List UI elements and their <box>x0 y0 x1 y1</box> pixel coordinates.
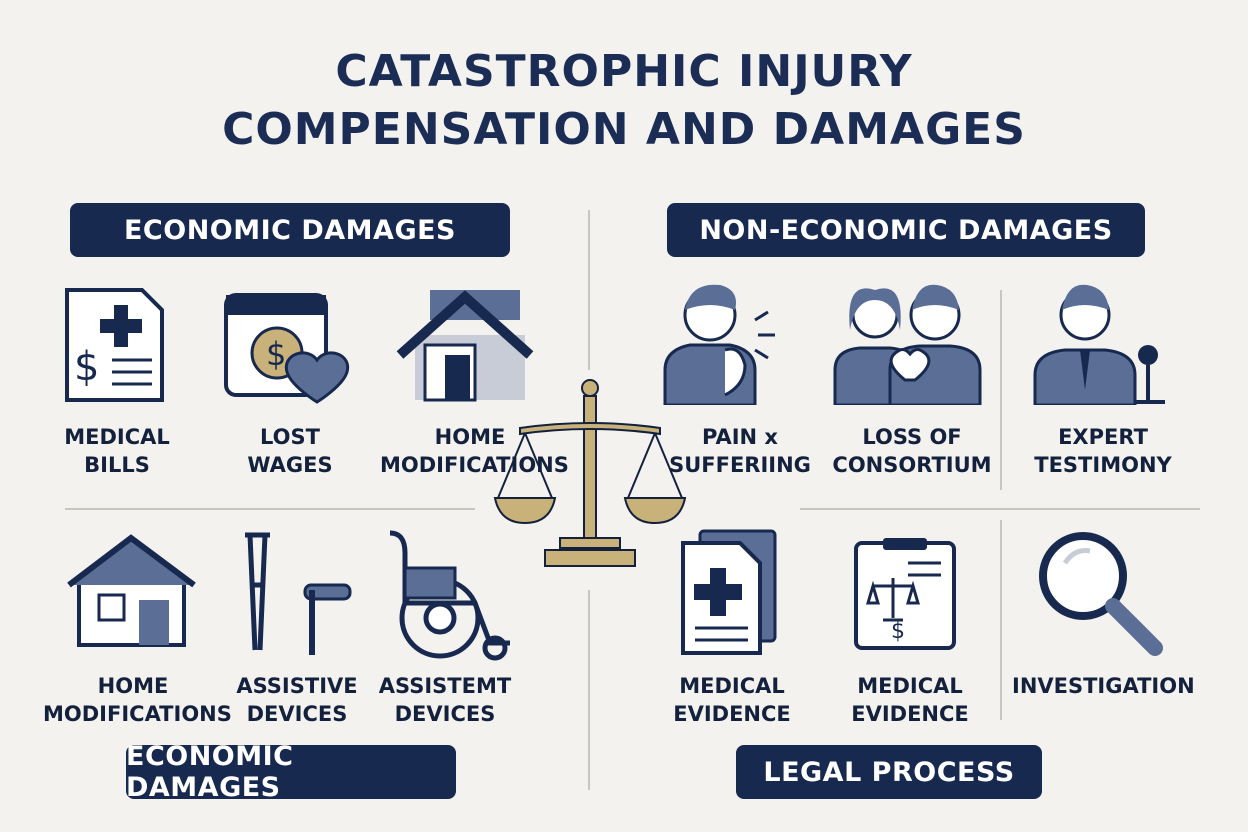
banner-economic-damages: ECONOMIC DAMAGES <box>70 203 510 257</box>
divider-center-top <box>588 210 590 370</box>
divider-left-h <box>65 508 475 510</box>
label-investigation: INVESTIGATION <box>1012 674 1195 698</box>
pain-person-icon <box>663 284 775 405</box>
magnifier-icon <box>1039 532 1163 656</box>
legal-document-icon: $ <box>854 538 956 650</box>
expert-speaker-icon <box>1033 284 1165 405</box>
house-icon <box>396 290 534 402</box>
banner-legal-process: LEGAL PROCESS <box>736 745 1042 799</box>
scales-of-justice-icon <box>493 379 687 567</box>
title-line-2: COMPENSATION AND DAMAGES <box>222 104 1026 155</box>
divider-right-top <box>1000 290 1002 490</box>
banner-non-economic-damages: NON-ECONOMIC DAMAGES <box>667 203 1145 257</box>
medical-document-icon <box>681 529 777 655</box>
crutches-icon <box>245 532 352 655</box>
medical-bill-icon: $ <box>65 288 164 402</box>
divider-right-bottom <box>1000 520 1002 720</box>
svg-text:$: $ <box>266 335 286 373</box>
house-icon-bottom <box>67 534 196 647</box>
divider-right-h <box>800 508 1200 510</box>
wheelchair-icon <box>389 530 510 661</box>
couple-broken-heart-icon <box>833 284 982 405</box>
calendar-dollar-icon: $ <box>224 293 350 404</box>
svg-text:$: $ <box>891 619 905 644</box>
divider-center-bottom <box>588 590 590 790</box>
banner-economic-damages-bottom: ECONOMIC DAMAGES <box>126 741 456 803</box>
title-line-1: CATASTROPHIC INJURY <box>335 46 913 97</box>
svg-text:$: $ <box>74 344 99 390</box>
